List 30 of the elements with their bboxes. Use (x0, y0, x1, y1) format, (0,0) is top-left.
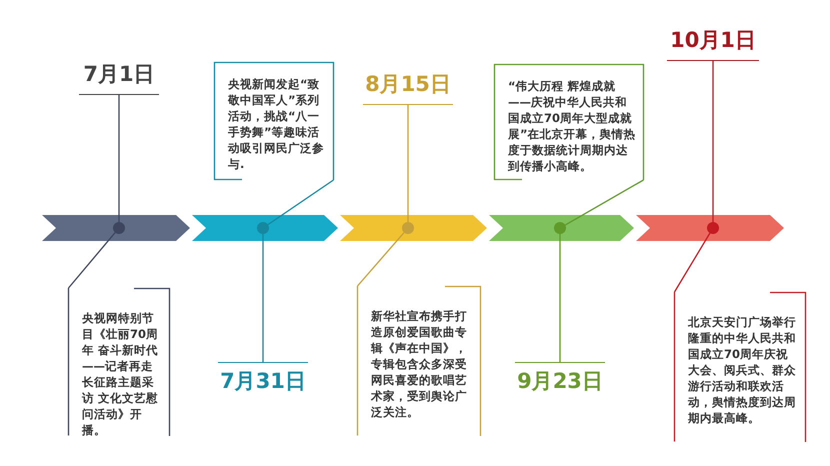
event-description: 央视新闻发起“致敬中国军人”系列活动，挑战“八一手势舞”等趣味活动吸引网民广泛参与. (228, 76, 325, 172)
connector-line (68, 232, 116, 288)
event-description: “伟大历程 辉煌成就——庆祝中华人民共和国成立70周年大型成就展”在北京开幕，舆情热度于数据统计周期内达到传播小高峰。 (508, 78, 636, 174)
connector-line (559, 234, 561, 362)
connector-line (674, 232, 710, 292)
callout-bracket (214, 62, 334, 180)
connector-line (357, 232, 405, 286)
date-label: 7月1日 (79, 60, 159, 95)
connector-line (564, 179, 644, 226)
date-label: 7月31日 (218, 362, 308, 401)
date-label: 10月1日 (667, 26, 759, 61)
callout-bracket (674, 292, 806, 442)
event-description: 新华社宣布携手打造原创爱国歌曲专辑《声在中国》，专辑包含众多深受网民喜爱的歌唱艺术家，受到舆论广泛关注。 (371, 308, 468, 420)
timeline-segment (634, 215, 784, 241)
date-label: 8月15日 (363, 70, 453, 105)
event-description: 央视网特别节目《壮丽70周年 奋斗新时代——记者再走长征路主题采访 文化文艺慰问活动》开播。 (82, 310, 160, 438)
connector-line (712, 61, 714, 222)
callout-bracket (357, 286, 481, 436)
timeline-segment (40, 215, 190, 241)
connector-line (118, 95, 120, 222)
connector-line (262, 234, 264, 362)
connector-line (407, 105, 409, 222)
timeline-segment (190, 215, 338, 241)
date-label: 9月23日 (515, 362, 605, 401)
timeline-segment (338, 215, 487, 241)
timeline-segment (487, 215, 634, 241)
callout-bracket (68, 288, 170, 436)
event-description: 北京天安门广场举行隆重的中华人民共和国成立70周年庆祝大会、阅兵式、群众游行活动和联欢活动，舆情热度到达周期内最高峰。 (688, 314, 797, 426)
connector-line (268, 179, 334, 226)
callout-bracket (494, 64, 644, 180)
